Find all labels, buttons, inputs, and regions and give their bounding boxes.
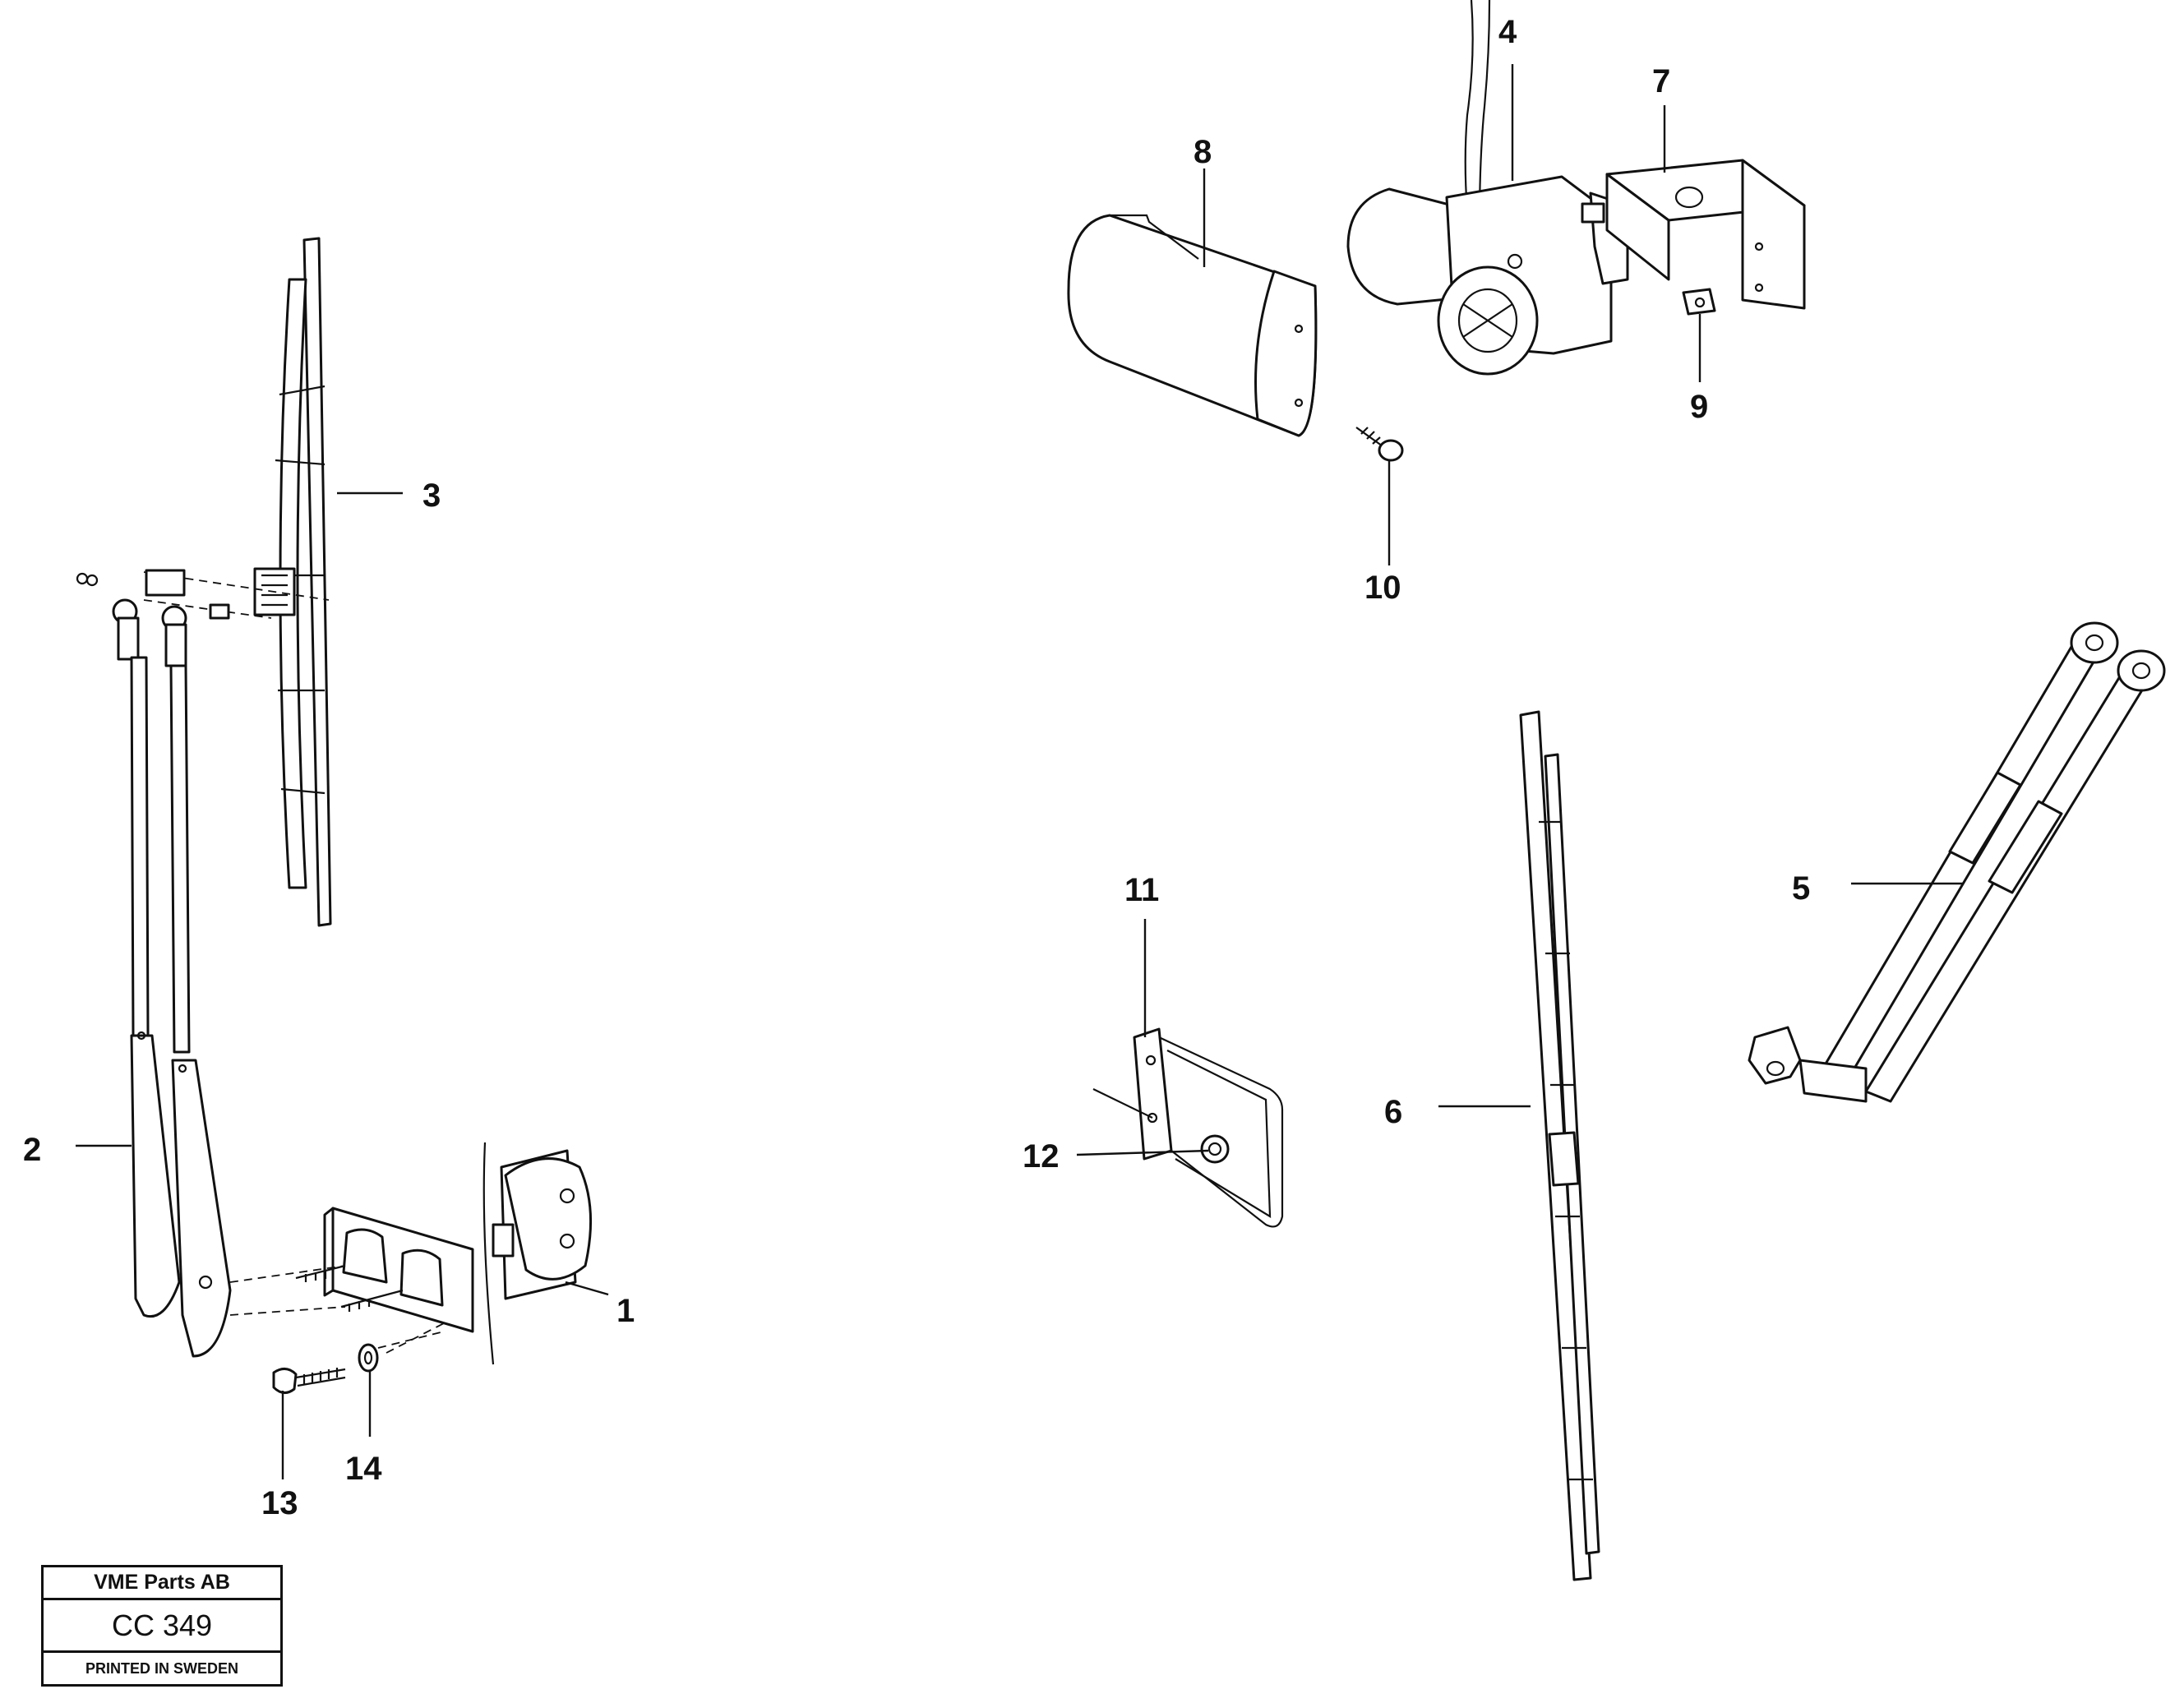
callout-8: 8 <box>1194 134 1212 170</box>
wiper-blade-right <box>1519 710 1600 1581</box>
drawing-code: CC 349 <box>44 1600 280 1653</box>
leader-lines <box>76 64 1963 1479</box>
callout-13: 13 <box>261 1485 298 1521</box>
callout-2: 2 <box>23 1132 41 1168</box>
callout-5: 5 <box>1792 870 1810 907</box>
screw-10 <box>1355 427 1404 462</box>
callout-4: 4 <box>1498 14 1517 50</box>
wiper-arms-left <box>76 569 330 1358</box>
callout-3: 3 <box>422 478 441 514</box>
company-name: VME Parts AB <box>44 1567 280 1600</box>
title-block: VME Parts AB CC 349 PRINTED IN SWEDEN <box>41 1565 283 1687</box>
motor-bracket <box>1605 159 1806 310</box>
clip-9 <box>1682 288 1716 316</box>
callout-1: 1 <box>616 1293 635 1329</box>
wiper-motor-right <box>1346 0 1629 376</box>
print-note: PRINTED IN SWEDEN <box>85 1659 238 1677</box>
callout-11: 11 <box>1124 872 1159 908</box>
callouts: 1 2 3 4 5 6 7 8 9 10 11 12 13 14 <box>23 14 1810 1521</box>
wiper-motor-left <box>229 1142 593 1365</box>
motor-cover <box>1067 214 1318 437</box>
callout-12: 12 <box>1023 1138 1060 1175</box>
mounting-frame <box>1092 1027 1284 1228</box>
wiper-arms-right <box>1748 621 2166 1103</box>
callout-6: 6 <box>1384 1094 1402 1130</box>
callout-9: 9 <box>1690 389 1708 425</box>
bolt-and-washer <box>272 1322 445 1394</box>
callout-10: 10 <box>1364 570 1401 606</box>
callout-14: 14 <box>345 1451 382 1487</box>
wiper-blade-left <box>253 237 332 927</box>
callout-7: 7 <box>1652 63 1670 99</box>
